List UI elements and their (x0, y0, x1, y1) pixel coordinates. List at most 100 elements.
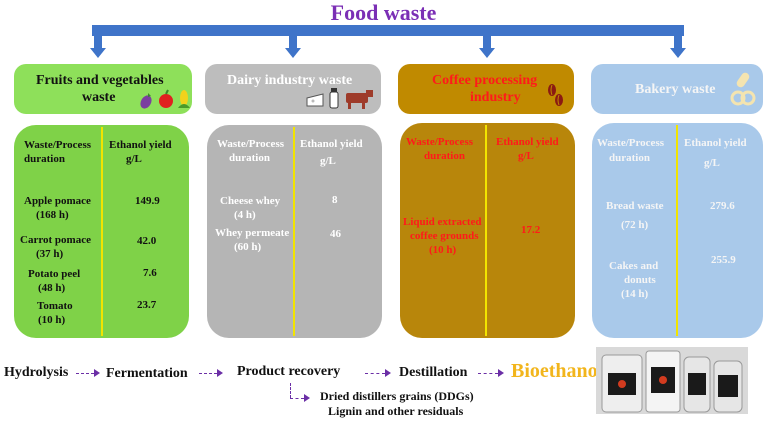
bread-pretzel-icon (730, 72, 756, 106)
flow-arrow-3 (365, 373, 385, 374)
row-name: Apple pomace (24, 195, 91, 207)
row-value: 46 (330, 228, 341, 240)
header-unit: g/L (518, 150, 534, 162)
flow-arrowhead-1 (94, 369, 100, 377)
row-name: coffee grounds (410, 230, 479, 242)
horizontal-connector (92, 25, 684, 36)
arrow-head-bakery (670, 48, 686, 58)
header-unit: g/L (320, 155, 336, 167)
row-duration: (168 h) (36, 209, 69, 221)
step-product-recovery: Product recovery (237, 364, 341, 379)
panel-fruits: Waste/Process duration Ethanol yield g/L… (14, 125, 189, 338)
arrow-head-coffee (479, 48, 495, 58)
row-value: 7.6 (143, 267, 157, 279)
category-fruits: Fruits and vegetables waste (14, 64, 192, 114)
row-name: Cakes and (609, 260, 659, 272)
row-value: 8 (332, 194, 338, 206)
row-value: 149.9 (135, 195, 160, 207)
category-bakery-line1: Bakery waste (635, 82, 716, 97)
row-duration: (48 h) (38, 282, 66, 294)
diagram-title: Food waste (330, 0, 437, 25)
header-ethanol-yield: Ethanol yield (684, 137, 747, 149)
branch-stem-bakery (674, 36, 682, 49)
header-duration: duration (424, 150, 465, 162)
byproduct-branch-vertical (290, 383, 291, 398)
panel-bakery-divider (676, 125, 678, 336)
row-value: 255.9 (711, 254, 736, 266)
category-dairy: Dairy industry waste (205, 64, 381, 114)
row-duration: (37 h) (36, 248, 64, 260)
panel-coffee-divider (485, 125, 487, 336)
row-value: 23.7 (137, 299, 157, 311)
row-name: Whey permeate (215, 227, 290, 239)
row-value: 42.0 (137, 235, 157, 247)
step-destillation: Destillation (399, 365, 468, 380)
cow-icon (346, 90, 373, 109)
category-coffee-line1: Coffee processing (432, 73, 538, 88)
row-name: Tomato (37, 300, 73, 312)
row-duration: (72 h) (621, 219, 649, 231)
branch-stem-fruits (94, 36, 102, 49)
panel-dairy-divider (293, 127, 295, 336)
flow-arrow-1 (76, 373, 94, 374)
header-duration: duration (24, 153, 65, 165)
bioethanol-bottles-photo (596, 347, 748, 414)
category-coffee-line2: industry (470, 90, 521, 105)
header-ethanol-yield: Ethanol yield (496, 136, 559, 148)
panel-coffee: Waste/Process duration Ethanol yield g/L… (400, 123, 575, 338)
step-hydrolysis: Hydrolysis (4, 365, 69, 380)
row-value: 279.6 (710, 200, 735, 212)
coffee-beans-icon (548, 84, 563, 106)
eggplant-icon (140, 93, 152, 109)
row-value: 17.2 (521, 224, 541, 236)
header-waste-process: Waste/Process (217, 138, 285, 150)
arrow-head-dairy (285, 48, 301, 58)
row-name: Bread waste (606, 200, 664, 212)
byproduct-ddgs: Dried distillers grains (DDGs) (320, 389, 474, 403)
panel-fruits-divider (101, 127, 103, 336)
header-unit: g/L (126, 153, 142, 165)
row-duration: (14 h) (621, 288, 649, 300)
header-waste-process: Waste/Process (406, 136, 474, 148)
milk-bottle-icon (329, 88, 339, 109)
flow-arrowhead-2 (217, 369, 223, 377)
header-waste-process: Waste/Process (24, 139, 92, 151)
panel-dairy: Waste/Process duration Ethanol yield g/L… (207, 125, 382, 338)
category-fruits-line1: Fruits and vegetables (36, 73, 164, 88)
row-name: Carrot pomace (20, 234, 91, 246)
step-fermentation: Fermentation (106, 366, 188, 381)
category-fruits-line2: waste (82, 90, 116, 105)
row-duration: (60 h) (234, 241, 262, 253)
row-name: Cheese whey (220, 195, 281, 207)
byproduct-branch-horizontal (290, 398, 304, 399)
branch-stem-dairy (289, 36, 297, 49)
header-unit: g/L (704, 157, 720, 169)
row-name: donuts (624, 274, 656, 286)
final-product-bioethanol: Bioethanol (511, 360, 604, 382)
row-duration: (10 h) (38, 314, 66, 326)
header-waste-process: Waste/Process (597, 137, 665, 149)
byproduct-lignin: Lignin and other residuals (328, 404, 464, 418)
category-dairy-line1: Dairy industry waste (227, 73, 353, 88)
row-duration: (10 h) (429, 244, 457, 256)
flow-arrow-2 (199, 373, 217, 374)
header-ethanol-yield: Ethanol yield (300, 138, 363, 150)
category-coffee: Coffee processing industry (398, 64, 574, 114)
flow-arrow-4 (478, 373, 498, 374)
panel-bakery: Waste/Process duration Ethanol yield g/L… (592, 123, 763, 338)
category-bakery: Bakery waste (591, 64, 763, 114)
header-duration: duration (609, 152, 650, 164)
apple-icon (159, 89, 173, 108)
arrow-head-fruits (90, 48, 106, 58)
row-duration: (4 h) (234, 209, 256, 221)
flow-arrowhead-3 (385, 369, 391, 377)
byproduct-arrowhead (304, 394, 310, 402)
row-name: Liquid extracted (403, 216, 482, 228)
flow-arrowhead-4 (498, 369, 504, 377)
header-duration: duration (229, 152, 270, 164)
row-name: Potato peel (28, 268, 81, 280)
header-ethanol-yield: Ethanol yield (109, 139, 172, 151)
branch-stem-coffee (483, 36, 491, 49)
corn-icon (178, 90, 190, 108)
cheese-icon (306, 93, 324, 107)
